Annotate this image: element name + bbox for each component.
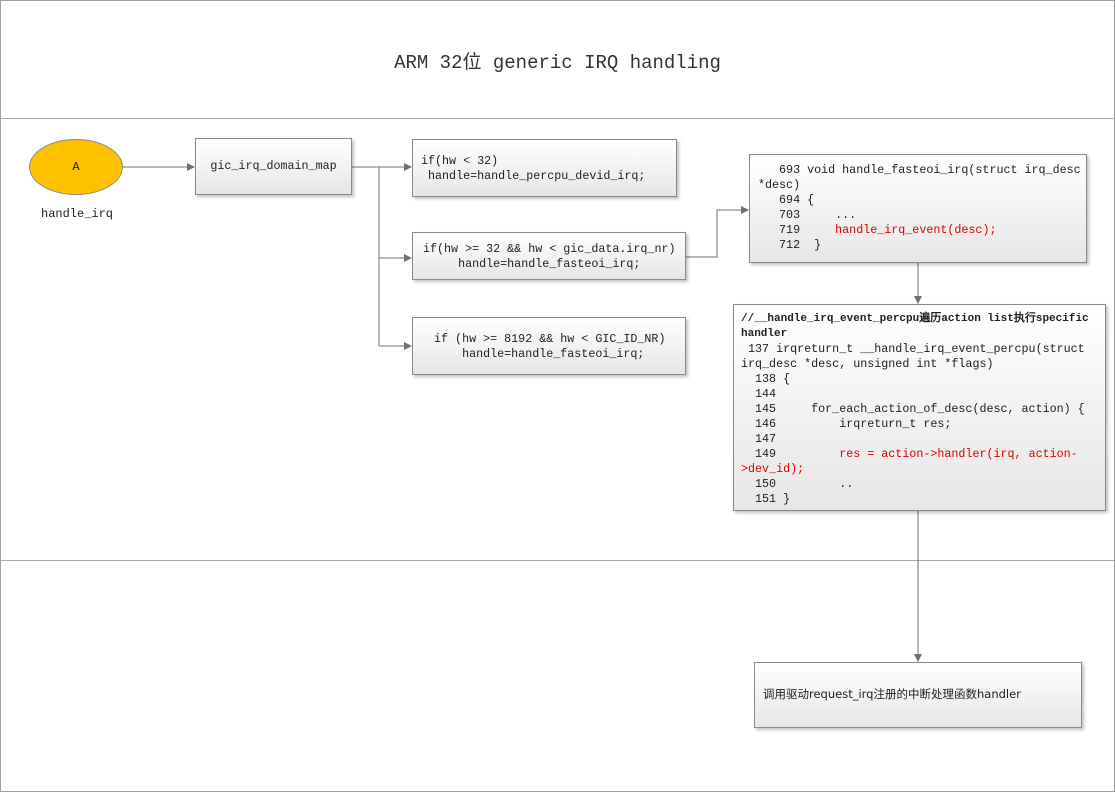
code-line: 151 } — [741, 492, 791, 506]
final-box[interactable]: 调用驱动request_irq注册的中断处理函数handler — [754, 662, 1082, 728]
final-box-label: 调用驱动request_irq注册的中断处理函数handler — [763, 687, 1021, 701]
start-node-caption: handle_irq — [41, 207, 114, 221]
domain-map-box[interactable]: gic_irq_domain_map — [195, 138, 352, 195]
line-number: 719 — [758, 223, 836, 237]
fasteoi-box[interactable]: 693 void handle_fasteoi_irq(struct irq_d… — [749, 154, 1087, 263]
branch-1-line: handle=handle_percpu_devid_irq; — [421, 169, 646, 183]
code-line: 147 — [741, 432, 777, 446]
start-node[interactable]: A — [29, 139, 123, 195]
branch-1-line: if(hw < 32) — [421, 154, 499, 168]
diagram-title: ARM 32位 generic IRQ handling — [394, 52, 721, 74]
code-line: 144 — [741, 387, 777, 401]
code-comment: //__handle_irq_event_percpu遍历action list… — [741, 313, 1089, 340]
percpu-box[interactable]: //__handle_irq_event_percpu遍历action list… — [733, 304, 1106, 511]
code-line: 150 .. — [741, 477, 854, 491]
code-line: 146 irqreturn_t res; — [741, 417, 952, 431]
code-line: 719 handle_irq_event(desc); — [758, 223, 1086, 238]
highlighted-call: res = action->handler(irq, action- >dev_… — [741, 447, 1078, 476]
highlighted-call: handle_irq_event(desc); — [835, 223, 997, 237]
branch-3-line: if (hw >= 8192 && hw < GIC_ID_NR) — [427, 332, 666, 346]
code-line: irq_desc *desc, unsigned int *flags) — [741, 357, 994, 371]
lane-divider — [1, 118, 1114, 119]
start-node-label: A — [72, 160, 80, 174]
code-line: 137 irqreturn_t __handle_irq_event_percp… — [741, 342, 1085, 356]
branch-2-line: if(hw >= 32 && hw < gic_data.irq_nr) — [423, 242, 676, 256]
branch-2-line: handle=handle_fasteoi_irq; — [423, 257, 641, 271]
code-line: 138 { — [741, 372, 791, 386]
lane-divider — [1, 560, 1114, 561]
branch-box-2[interactable]: if(hw >= 32 && hw < gic_data.irq_nr) han… — [412, 232, 686, 280]
code-line: 703 ... — [758, 208, 857, 222]
code-line: 693 void handle_fasteoi_irq(struct irq_d… — [758, 163, 1081, 177]
code-line: *desc) — [758, 178, 801, 192]
branch-box-3[interactable]: if (hw >= 8192 && hw < GIC_ID_NR) handle… — [412, 317, 686, 375]
line-number: 149 — [741, 447, 840, 461]
connector-map-trunk — [352, 166, 380, 346]
arrow-branch2-to-fasteoi — [686, 206, 749, 258]
branch-3-line: handle=handle_fasteoi_irq; — [427, 347, 645, 361]
code-line: 694 { — [758, 193, 815, 207]
branch-box-1[interactable]: if(hw < 32) handle=handle_percpu_devid_i… — [412, 139, 677, 197]
domain-map-label: gic_irq_domain_map — [210, 159, 337, 173]
code-line: 712 } — [758, 238, 822, 252]
code-line: 149 res = action->handler(irq, action- >… — [741, 447, 1105, 477]
code-line: 145 for_each_action_of_desc(desc, action… — [741, 402, 1085, 416]
